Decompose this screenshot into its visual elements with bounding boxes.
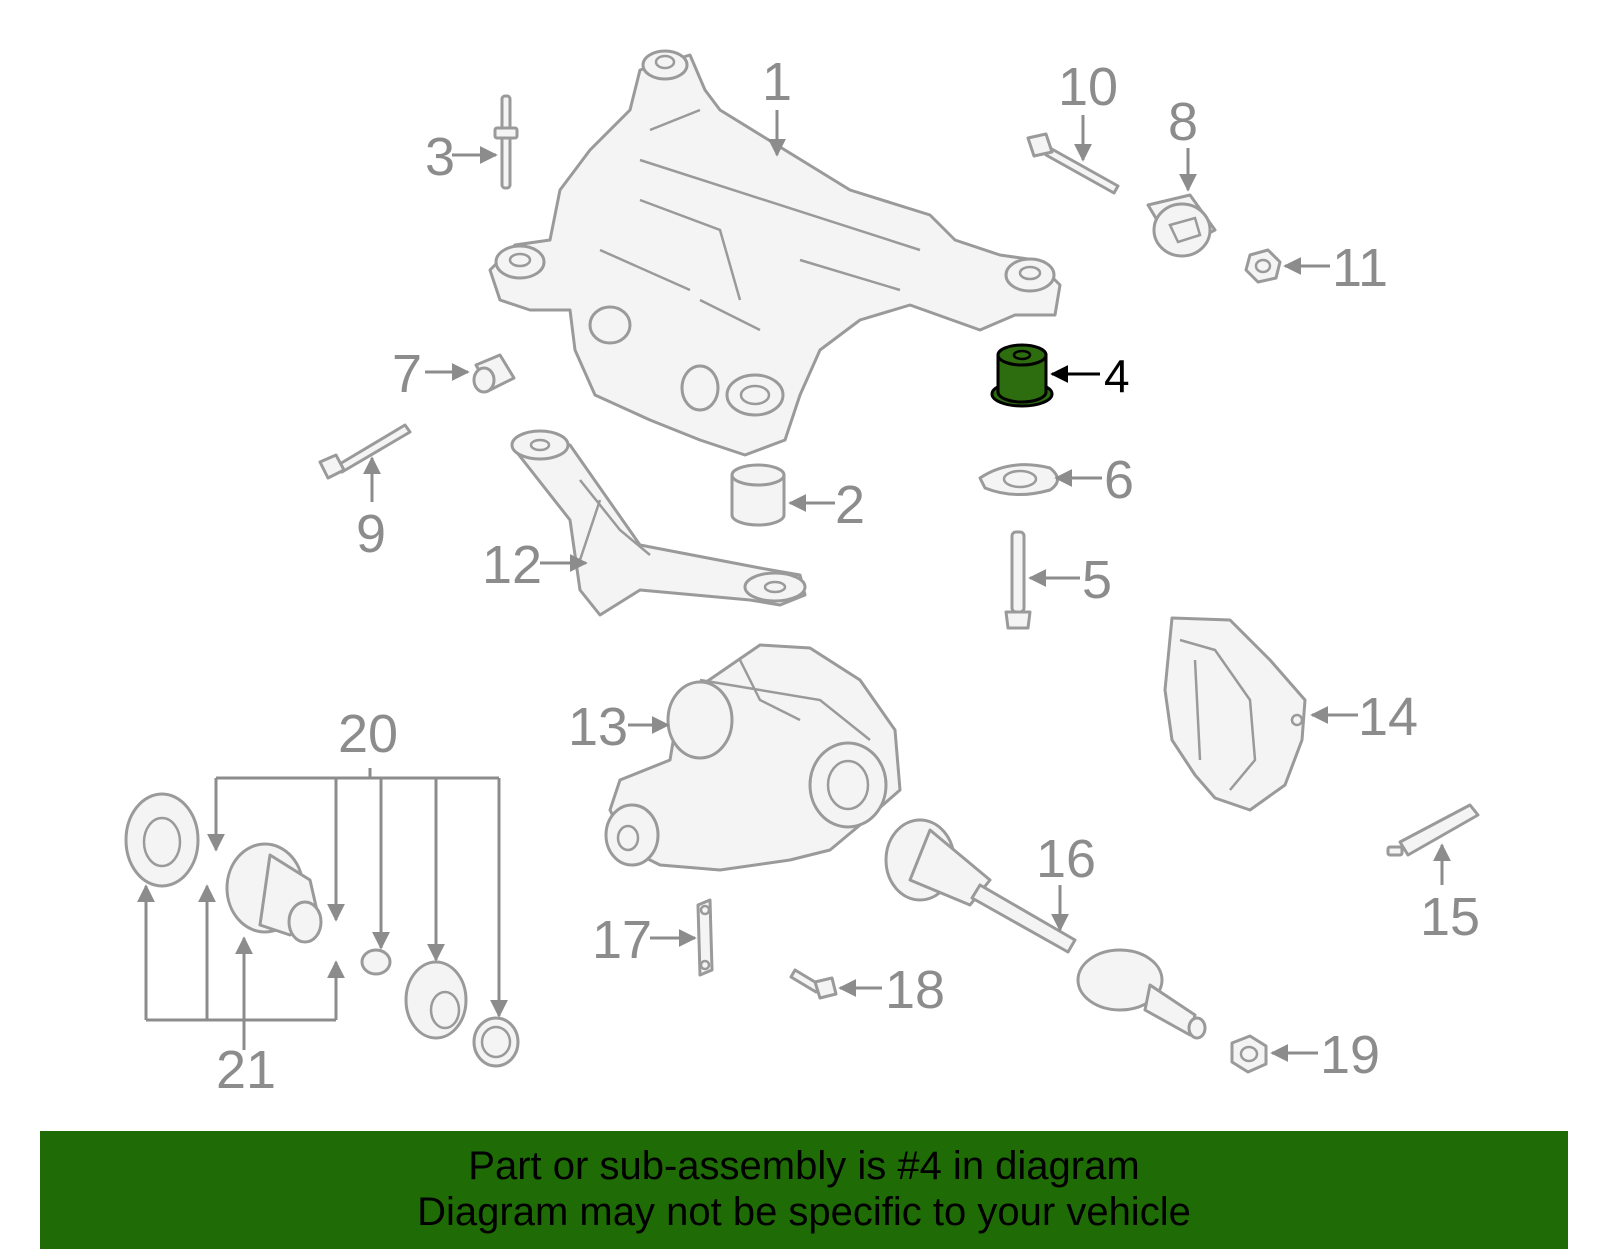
callout-19: 19 (1320, 1025, 1380, 1085)
callout-18: 18 (885, 960, 945, 1020)
banner-line-disclaimer: Diagram may not be specific to your vehi… (417, 1190, 1191, 1234)
callout-21: 21 (216, 1040, 276, 1100)
part-3-bolt (493, 94, 519, 190)
callout-10: 10 (1058, 57, 1118, 117)
part-15-wedge (1386, 803, 1480, 857)
callout-7: 7 (392, 344, 422, 404)
part-18-bolt (789, 968, 838, 1000)
part-7-bushing (472, 353, 516, 394)
part-20-boot-kit (225, 842, 520, 1068)
part-10-bolt (1026, 132, 1120, 195)
info-banner: Part or sub-assembly is #4 in diagram Di… (40, 1131, 1568, 1249)
callout-13: 13 (568, 697, 628, 757)
part-1-subframe (488, 49, 1062, 457)
banner-line-part-number: Part or sub-assembly is #4 in diagram (468, 1144, 1140, 1188)
part-8-bushing (1146, 193, 1217, 258)
part-17-link (696, 898, 714, 977)
part-9-bolt (318, 423, 412, 480)
callout-12: 12 (482, 535, 542, 595)
callout-4: 4 (1104, 350, 1130, 402)
part-11-nut (1244, 248, 1282, 284)
callout-11: 11 (1332, 238, 1388, 298)
part-14-cover (1163, 616, 1307, 812)
callout-3: 3 (425, 127, 455, 187)
callout-2: 2 (835, 475, 865, 535)
callout-6: 6 (1104, 450, 1134, 510)
part-2-bushing (730, 463, 786, 527)
part-21-flange (124, 792, 200, 888)
part-6-washer (978, 463, 1059, 497)
part-16-axle (884, 818, 1207, 1040)
part-4-mount-highlighted (990, 343, 1054, 408)
callout-5: 5 (1082, 550, 1112, 610)
callout-15: 15 (1420, 887, 1480, 947)
callout-21-leader (137, 884, 345, 1050)
callout-20: 20 (338, 704, 398, 764)
callout-17: 17 (592, 910, 652, 970)
part-13-differential (604, 643, 902, 872)
callout-16: 16 (1036, 829, 1096, 889)
part-19-nut (1230, 1034, 1268, 1074)
part-5-bolt (1004, 530, 1032, 630)
callout-14: 14 (1358, 687, 1418, 747)
callout-8: 8 (1168, 92, 1198, 152)
callout-1: 1 (762, 52, 792, 112)
callout-20-leader (207, 768, 508, 1018)
callout-9: 9 (356, 504, 386, 564)
